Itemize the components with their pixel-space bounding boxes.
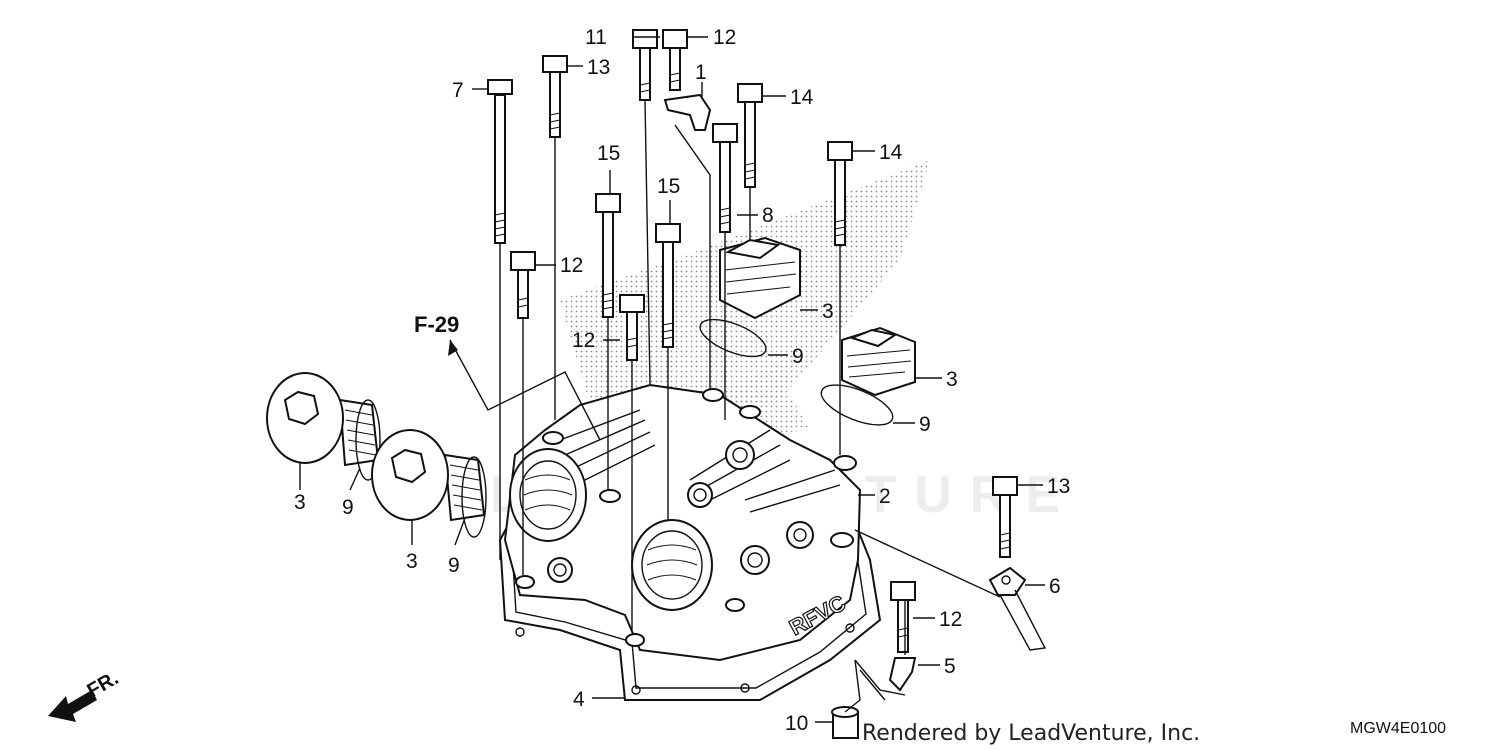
callout-14-right: 14 [879,141,903,164]
callout-3-upper: 3 [822,300,834,323]
bolt-13-upper [542,55,568,138]
o-ring-right [820,384,894,426]
bolt-14-upper [737,83,763,188]
callout-8: 8 [762,204,774,227]
bolt-12-mid [619,294,645,361]
bolt-15-right [655,223,681,348]
bolt-12-top [662,29,688,91]
front-direction-arrow: FR. [48,667,122,722]
callout-5: 5 [944,655,956,678]
cap-left-outer [266,372,381,481]
callout-13-right: 13 [1047,475,1070,498]
callout-12-left: 12 [560,254,583,277]
callout-15-left: 15 [597,142,620,165]
reference-label[interactable]: F-29 [414,312,459,337]
callout-11: 11 [585,26,607,49]
bolt-13-right [992,476,1018,558]
o-ring-upper [699,318,767,358]
bolt-7 [487,79,513,244]
callout-labels: 11 12 13 7 1 14 14 15 15 8 12 3 12 9 3 9… [294,26,1070,735]
callout-4: 4 [573,688,585,711]
callout-9-right: 9 [919,413,931,436]
callout-6: 6 [1049,575,1061,598]
clip-5 [854,657,917,701]
callout-12-lower: 12 [939,608,962,631]
render-credit: Rendered by LeadVenture, Inc. [862,721,1200,746]
bolt-12-lower [890,581,916,653]
bolt-8 [712,123,738,233]
callout-15-right: 15 [657,175,680,198]
callout-10: 10 [785,712,808,735]
callout-3-left-inner: 3 [406,550,418,573]
callout-9-left-outer: 9 [342,496,354,519]
clamp-6 [988,566,1047,651]
leader-lines [299,36,1045,723]
cap-left-inner [371,429,487,538]
callout-9-upper: 9 [792,345,804,368]
bolt-11 [632,29,658,101]
cap-right [841,326,916,397]
callout-9-left-inner: 9 [448,554,460,577]
diagram-code: MGW4E0100 [1350,720,1446,737]
callout-3-left-outer: 3 [294,491,306,514]
cap-upper-right [719,236,801,320]
callout-12-top: 12 [713,26,736,49]
callout-7: 7 [452,79,464,102]
callout-2: 2 [879,485,891,508]
cylinder-head-cover: RFVC [498,383,882,701]
callout-3-right: 3 [946,368,958,391]
bracket-1 [663,93,712,131]
bolt-12-left [510,251,536,319]
callout-1: 1 [695,61,707,84]
callout-13-upper: 13 [587,56,610,79]
callout-12-mid: 12 [572,329,595,352]
callout-14-upper: 14 [790,86,814,109]
